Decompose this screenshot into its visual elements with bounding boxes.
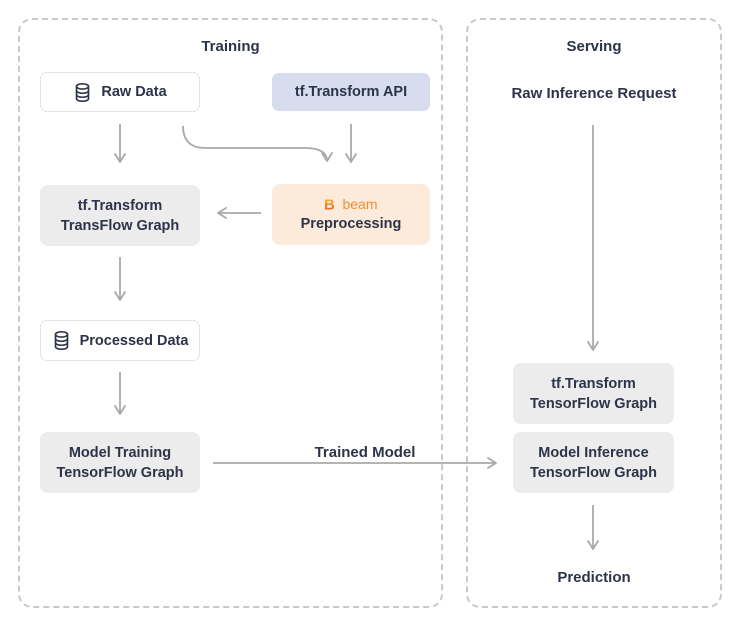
- model-inference-line1: Model Inference: [538, 444, 649, 461]
- processed-data-node: Processed Data: [40, 320, 200, 361]
- model-inference-graph-node: Model Inference TensorFlow Graph: [513, 432, 674, 493]
- model-training-graph-node: Model Training TensorFlow Graph: [40, 432, 200, 493]
- processed-data-label: Processed Data: [79, 332, 189, 349]
- raw-data-node: Raw Data: [40, 72, 200, 112]
- beam-wordmark: beam: [342, 195, 378, 212]
- serving-transform-graph-line2: TensorFlow Graph: [529, 395, 658, 412]
- transform-graph-line2: TransFlow Graph: [60, 217, 180, 234]
- prediction-label: Prediction: [557, 569, 631, 586]
- preprocessing-node: B beam Preprocessing: [272, 184, 430, 245]
- database-icon: [54, 330, 68, 351]
- serving-container: [466, 18, 722, 608]
- trained-model-label: Trained Model: [314, 444, 416, 461]
- tf-transform-api-label: tf.Transform API: [294, 84, 408, 100]
- svg-text:B: B: [324, 196, 335, 212]
- model-inference-line2: TensorFlow Graph: [529, 464, 658, 481]
- model-training-line2: TensorFlow Graph: [56, 464, 184, 481]
- serving-transform-graph-line1: tf.Transform: [551, 375, 636, 392]
- preprocessing-label: Preprocessing: [300, 215, 402, 232]
- serving-tf-transform-graph-node: tf.Transform TensorFlow Graph: [513, 363, 674, 424]
- beam-logo: B beam: [324, 196, 377, 212]
- transform-graph-line1: tf.Transform: [77, 197, 163, 214]
- tf-transform-transflow-graph-node: tf.Transform TransFlow Graph: [40, 185, 200, 246]
- beam-icon: B: [324, 196, 335, 212]
- model-training-line1: Model Training: [68, 444, 172, 461]
- training-container: [18, 18, 443, 608]
- tf-transform-api-node: tf.Transform API: [272, 73, 430, 111]
- serving-title: Serving: [566, 38, 622, 55]
- raw-data-label: Raw Data: [101, 84, 167, 100]
- database-icon: [76, 82, 90, 102]
- training-title: Training: [201, 38, 260, 55]
- raw-inference-request-label: Raw Inference Request: [511, 85, 677, 102]
